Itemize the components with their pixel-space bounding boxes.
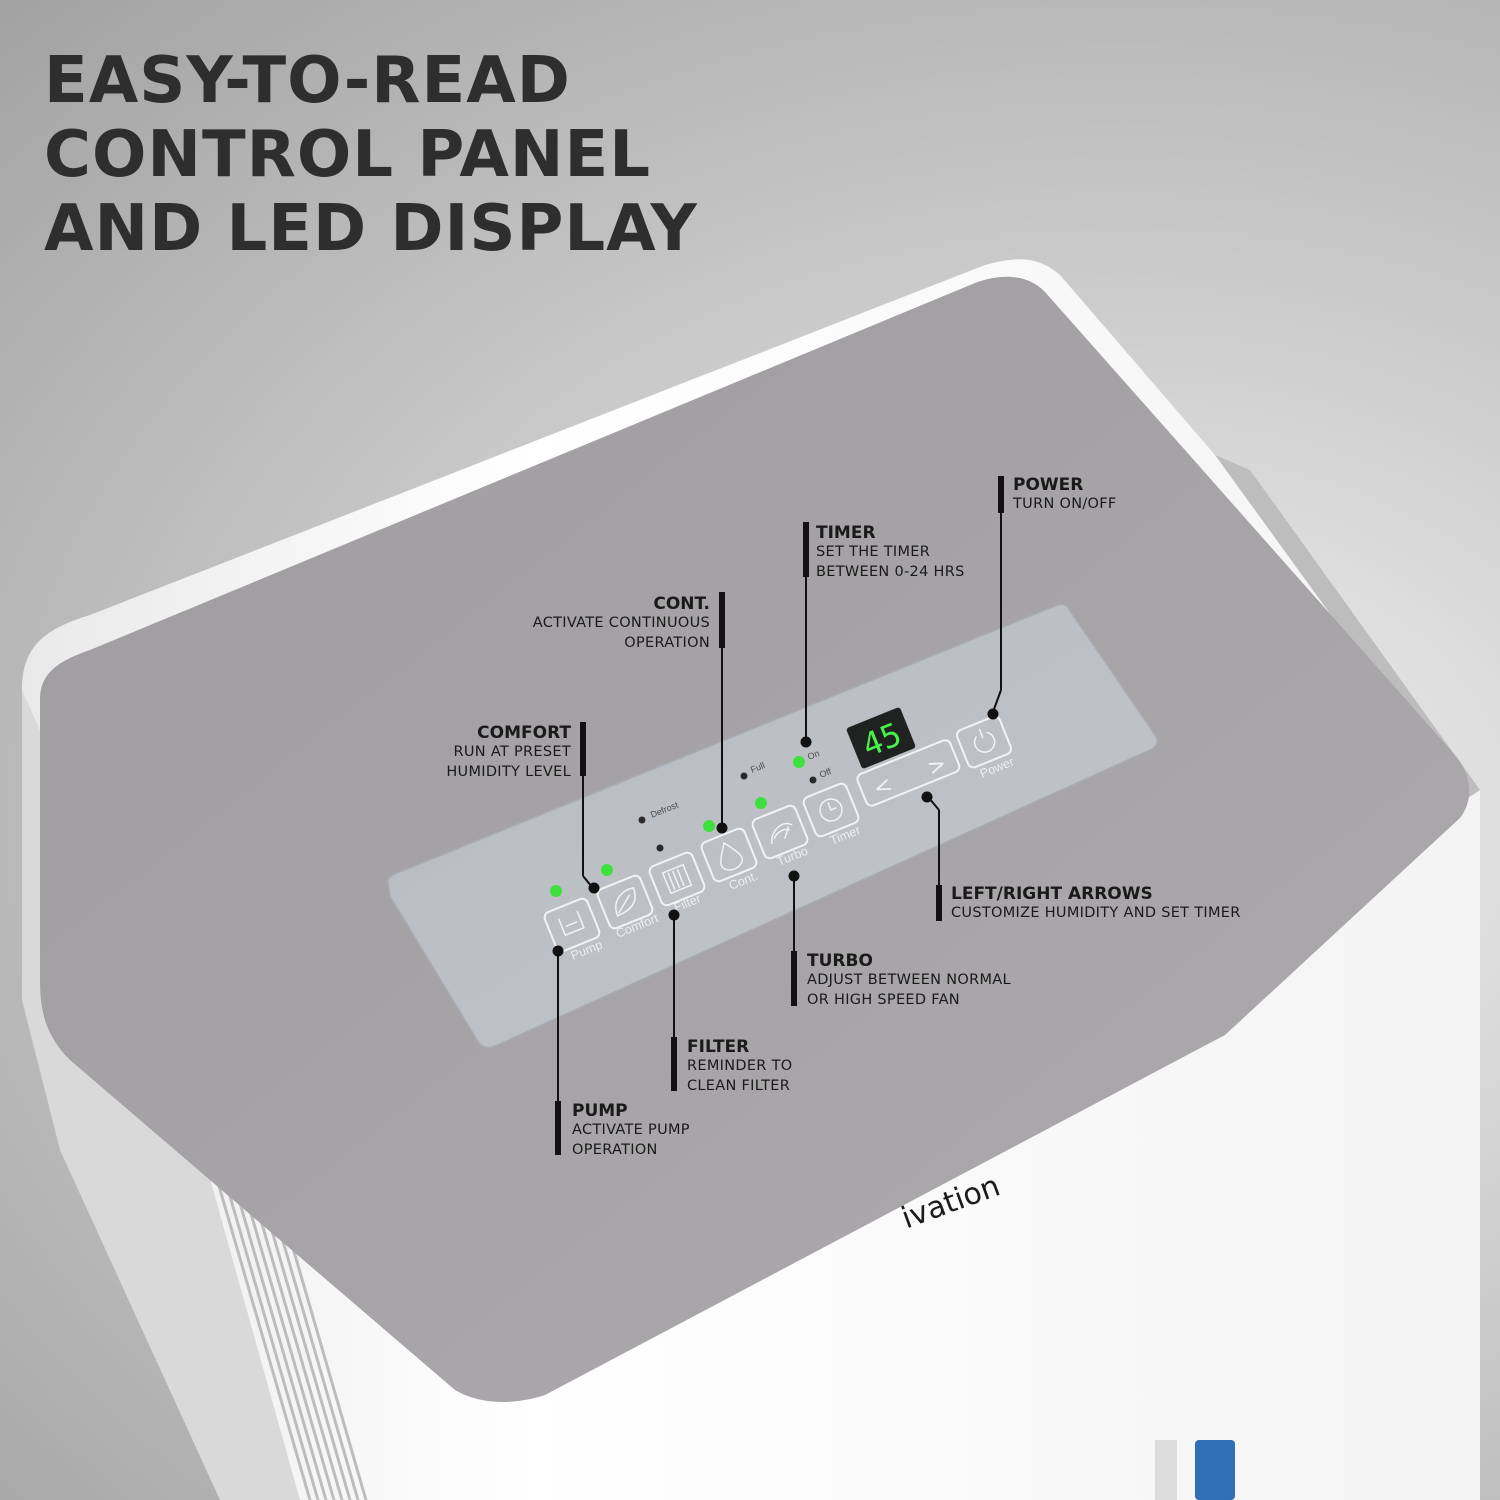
led-timer-on xyxy=(793,756,805,768)
power-icon xyxy=(973,728,996,753)
led-filter xyxy=(656,844,664,852)
tank-icon xyxy=(557,910,585,937)
callout-leaders xyxy=(555,476,1004,1155)
timer-button[interactable] xyxy=(802,782,860,838)
control-buttons[interactable] xyxy=(543,715,1013,953)
led-defrost xyxy=(638,816,646,824)
callout-description: SET THE TIMER BETWEEN 0-24 HRS xyxy=(816,544,965,580)
callout-pump: PUMP ACTIVATE PUMP OPERATION xyxy=(572,1101,690,1160)
callout-description: ACTIVATE PUMP OPERATION xyxy=(572,1122,690,1158)
callout-title: FILTER xyxy=(687,1037,750,1057)
power-button[interactable] xyxy=(955,715,1013,769)
front-details xyxy=(1155,1440,1235,1500)
filter-button[interactable] xyxy=(648,851,706,907)
led-full xyxy=(740,772,748,780)
callout-anchor-dots xyxy=(552,708,999,957)
led-cont xyxy=(703,820,715,832)
led-pump xyxy=(550,885,562,897)
leaf-icon xyxy=(615,887,636,917)
callout-title: CONT. xyxy=(653,594,710,614)
off-label: Off xyxy=(818,766,833,780)
callout-description: ACTIVATE CONTINUOUS OPERATION xyxy=(532,615,710,651)
clock-icon xyxy=(819,798,843,822)
turbo-button[interactable] xyxy=(751,804,809,860)
control-glass xyxy=(387,603,1158,1049)
callout-title: TURBO xyxy=(807,951,873,971)
indicator-leds xyxy=(550,756,817,897)
callout-arrows: LEFT/RIGHT ARROWS CUSTOMIZE HUMIDITY AND… xyxy=(951,884,1241,924)
led-display: 45 xyxy=(846,707,916,769)
callout-title: LEFT/RIGHT ARROWS xyxy=(951,884,1153,904)
callout-comfort: COMFORT RUN AT PRESET HUMIDITY LEVEL xyxy=(446,723,571,782)
arrow-buttons[interactable] xyxy=(856,738,961,807)
callout-turbo: TURBO ADJUST BETWEEN NORMAL OR HIGH SPEE… xyxy=(807,951,1011,1010)
on-label: On xyxy=(806,748,821,762)
callout-title: POWER xyxy=(1013,475,1084,495)
comfort-button[interactable] xyxy=(596,874,654,930)
callout-description: TURN ON/OFF xyxy=(1013,496,1117,512)
callout-timer: TIMER SET THE TIMER BETWEEN 0-24 HRS xyxy=(816,523,965,582)
drop-icon xyxy=(720,841,743,871)
headline-line: AND LED DISPLAY xyxy=(44,192,698,266)
callout-title: TIMER xyxy=(816,523,876,543)
headline-line: EASY-TO-READ xyxy=(44,44,571,118)
headline-line: CONTROL PANEL xyxy=(44,118,651,192)
led-turbo xyxy=(755,797,767,809)
cont-button[interactable] xyxy=(700,827,758,883)
callout-description: CUSTOMIZE HUMIDITY AND SET TIMER xyxy=(951,905,1241,921)
callout-description: REMINDER TO CLEAN FILTER xyxy=(687,1058,793,1094)
led-timer-off xyxy=(809,776,817,784)
filter-icon xyxy=(661,863,693,895)
fan-icon xyxy=(771,822,793,844)
headline: EASY-TO-READ CONTROL PANEL AND LED DISPL… xyxy=(44,44,698,266)
callout-cont: CONT. ACTIVATE CONTINUOUS OPERATION xyxy=(533,594,710,653)
pump-button[interactable] xyxy=(543,897,601,953)
led-comfort xyxy=(601,864,613,876)
callout-filter: FILTER REMINDER TO CLEAN FILTER xyxy=(687,1037,792,1096)
callout-description: ADJUST BETWEEN NORMAL OR HIGH SPEED FAN xyxy=(807,972,1011,1008)
callout-power: POWER TURN ON/OFF xyxy=(1013,475,1117,515)
callout-title: COMFORT xyxy=(477,723,571,743)
callout-description: RUN AT PRESET HUMIDITY LEVEL xyxy=(446,744,571,780)
callout-title: PUMP xyxy=(572,1101,628,1121)
